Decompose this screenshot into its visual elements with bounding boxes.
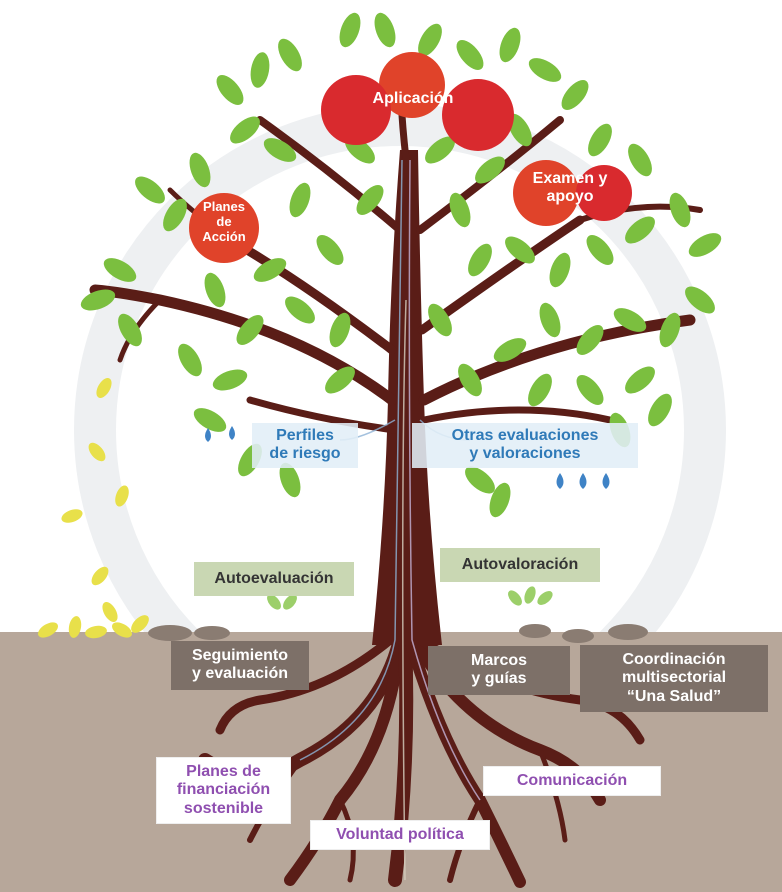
otras-evaluaciones-label: Otras evaluaciones y valoraciones <box>412 423 638 468</box>
apples <box>189 52 632 263</box>
apple-examen: Examen y apoyo <box>505 170 635 207</box>
marcos-box: Marcos y guías <box>428 646 570 695</box>
leaves <box>80 12 722 518</box>
voluntad-text: Voluntad política <box>336 826 464 843</box>
apple-examen-line2: apoyo <box>546 188 594 206</box>
trunk <box>372 150 442 645</box>
otras-line2: y valoraciones <box>469 445 581 463</box>
veins <box>299 159 481 881</box>
marcos-line1: Marcos <box>470 652 528 669</box>
marcos-line2: y guías <box>471 670 527 688</box>
voluntad-box: Voluntad política <box>310 820 490 851</box>
apple-aplicacion-text: Aplicación <box>372 90 454 107</box>
financiacion-line3: sostenible <box>183 799 264 817</box>
autoevaluacion-box: Autoevaluación <box>194 562 354 597</box>
otras-line1: Otras evaluaciones <box>451 427 599 444</box>
autovaloracion-box: Autovaloración <box>440 548 600 583</box>
apple-planes-line3: Acción <box>202 228 246 244</box>
apple-planes-accion: Planes de Acción <box>189 199 259 245</box>
comunicacion-box: Comunicación <box>483 766 661 797</box>
apple-planes-line1: Planes <box>203 199 245 214</box>
seguimiento-box: Seguimiento y evaluación <box>171 641 309 690</box>
financiacion-line1: Planes de <box>186 763 261 780</box>
apple-aplicacion: Aplicación <box>338 90 488 108</box>
financiacion-box: Planes de financiación sostenible <box>156 757 291 825</box>
perfiles-riesgo-label: Perfiles de riesgo <box>252 423 358 468</box>
coordinacion-line3: “Una Salud” <box>626 687 722 705</box>
autoevaluacion-text: Autoevaluación <box>214 570 334 587</box>
coordinacion-box: Coordinación multisectorial “Una Salud” <box>580 645 768 713</box>
apple-planes-line2: de <box>216 213 232 229</box>
perfiles-line2: de riesgo <box>269 445 341 463</box>
coordinacion-line1: Coordinación <box>622 651 726 668</box>
autovaloracion-text: Autovaloración <box>461 556 579 573</box>
fallen-leaves <box>38 378 149 639</box>
financiacion-line2: financiación <box>176 781 271 799</box>
coordinacion-line2: multisectorial <box>621 669 727 687</box>
apple-examen-line1: Examen y <box>532 170 608 187</box>
seguimiento-line1: Seguimiento <box>191 647 288 664</box>
perfiles-line1: Perfiles <box>276 427 334 444</box>
seguimiento-line2: y evaluación <box>191 665 289 683</box>
comunicacion-text: Comunicación <box>516 772 628 789</box>
sprouts <box>267 586 553 610</box>
water-drops <box>205 426 610 489</box>
